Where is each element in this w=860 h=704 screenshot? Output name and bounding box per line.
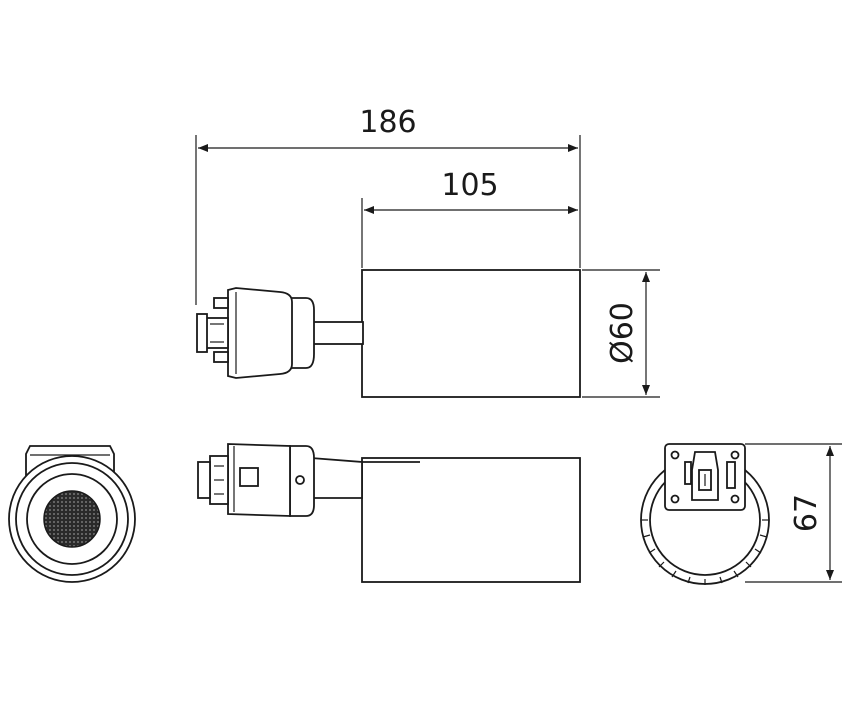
adapter-housing-side [227, 443, 291, 517]
dimension-label-186: 186 [359, 105, 416, 140]
honeycomb-lens [43, 490, 101, 548]
cooling-fins [641, 519, 769, 585]
dimension-height: 67 [745, 443, 842, 583]
adapter-housing-top [227, 287, 293, 379]
lamp-body-side [361, 457, 581, 583]
dimension-label-diameter: Ø60 [605, 302, 640, 364]
top-view [196, 269, 581, 398]
adapter-collar-side [289, 445, 315, 517]
connector-clip-top [213, 297, 229, 309]
side-view [197, 443, 581, 583]
screw-icon [670, 494, 680, 504]
dimension-label-67: 67 [789, 494, 824, 532]
dimension-body-length: 105 [361, 168, 578, 268]
dimension-diameter: Ø60 [582, 269, 660, 398]
rear-view [640, 443, 770, 585]
stem-top [310, 321, 364, 345]
screw-icon [670, 450, 680, 460]
lens-ring [26, 473, 118, 565]
lamp-body-top [361, 269, 581, 398]
front-view [8, 445, 136, 583]
stem-side [310, 457, 363, 499]
screw-hole-side [295, 475, 305, 485]
screw-icon [730, 450, 740, 460]
adapter-collar-top [289, 297, 315, 369]
dimension-label-105: 105 [441, 168, 498, 203]
dimension-overall-length: 186 [195, 105, 581, 305]
screw-icon [730, 494, 740, 504]
